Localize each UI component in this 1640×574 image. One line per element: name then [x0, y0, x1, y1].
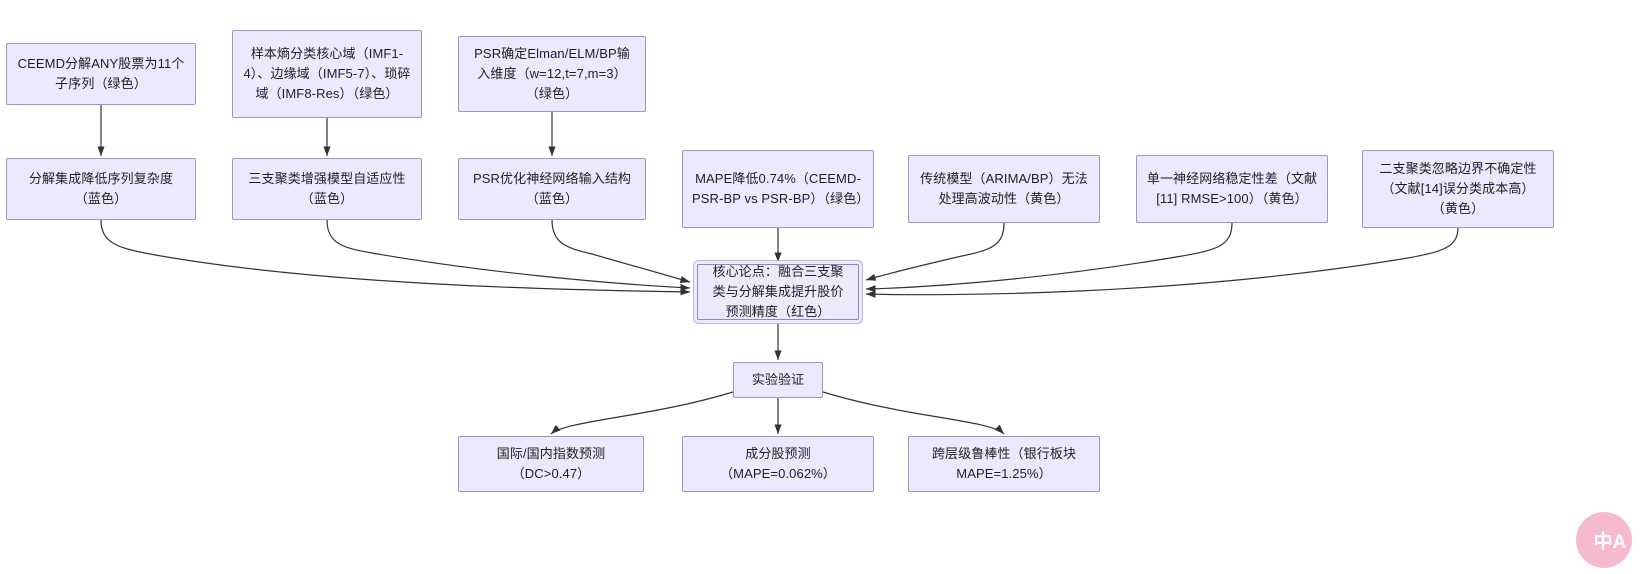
- node-sampen-label: 样本熵分类核心域（IMF1-4）、边缘域（IMF5-7）、琐碎域（IMF8-Re…: [243, 45, 411, 102]
- node-psr-structure-label: PSR优化神经网络输入结构（蓝色）: [472, 170, 632, 206]
- node-cross-level[interactable]: 跨层级鲁棒性（银行板块MAPE=1.25%）: [908, 436, 1100, 492]
- node-decomp-complexity[interactable]: 分解集成降低序列复杂度（蓝色）: [6, 158, 196, 220]
- watermark-badge: 中A: [1576, 512, 1632, 568]
- node-two-way-cluster[interactable]: 二支聚类忽略边界不确定性（文献[14]误分类成本高）（黄色）: [1362, 150, 1554, 228]
- edge-decomp-complexity-to-core-claim: [100, 219, 691, 296]
- edge-psr-structure-to-core-claim: [551, 219, 691, 283]
- node-mape-drop[interactable]: MAPE降低0.74%（CEEMD-PSR-BP vs PSR-BP）（绿色）: [682, 150, 874, 228]
- node-ceemd-label: CEEMD分解ANY股票为11个子序列（绿色）: [17, 55, 185, 91]
- node-decomp-complexity-label: 分解集成降低序列复杂度（蓝色）: [28, 170, 174, 206]
- edge-single-nn-to-core-claim: [865, 222, 1233, 293]
- node-cross-level-label: 跨层级鲁棒性（银行板块MAPE=1.25%）: [931, 445, 1077, 481]
- node-experiment-label: 实验验证: [751, 371, 805, 387]
- node-index-forecast[interactable]: 国际/国内指数预测（DC>0.47）: [458, 436, 644, 492]
- edge-three-way-adapt-to-core-claim: [326, 219, 691, 292]
- node-index-forecast-label: 国际/国内指数预测（DC>0.47）: [496, 445, 606, 481]
- node-three-way-adapt-label: 三支聚类增强模型自适应性（蓝色）: [248, 170, 406, 206]
- edge-experiment-to-index-forecast: [550, 391, 734, 435]
- node-component-stock[interactable]: 成分股预测（MAPE=0.062%）: [682, 436, 874, 492]
- node-two-way-cluster-label: 二支聚类忽略边界不确定性（文献[14]误分类成本高）（黄色）: [1379, 160, 1537, 217]
- node-core-claim-label: 核心论点：融合三支聚类与分解集成提升股价预测精度（红色）: [712, 263, 844, 320]
- watermark-text: 中A: [1593, 531, 1627, 553]
- node-component-stock-label: 成分股预测（MAPE=0.062%）: [720, 445, 836, 481]
- node-sampen[interactable]: 样本熵分类核心域（IMF1-4）、边缘域（IMF5-7）、琐碎域（IMF8-Re…: [232, 30, 422, 118]
- node-single-nn-label: 单一神经网络稳定性差（文献[11] RMSE>100）（黄色）: [1146, 170, 1318, 206]
- node-mape-drop-label: MAPE降低0.74%（CEEMD-PSR-BP vs PSR-BP）（绿色）: [692, 170, 870, 206]
- node-psr-input-label: PSR确定Elman/ELM/BP输入维度（w=12,t=7,m=3）（绿色）: [474, 45, 630, 102]
- node-traditional-model[interactable]: 传统模型（ARIMA/BP）无法处理高波动性（黄色）: [908, 155, 1100, 223]
- node-single-nn[interactable]: 单一神经网络稳定性差（文献[11] RMSE>100）（黄色）: [1136, 155, 1328, 223]
- node-traditional-model-label: 传统模型（ARIMA/BP）无法处理高波动性（黄色）: [920, 170, 1088, 206]
- node-psr-structure[interactable]: PSR优化神经网络输入结构（蓝色）: [458, 158, 646, 220]
- node-core-claim[interactable]: 核心论点：融合三支聚类与分解集成提升股价预测精度（红色）: [697, 264, 859, 320]
- node-psr-input[interactable]: PSR确定Elman/ELM/BP输入维度（w=12,t=7,m=3）（绿色）: [458, 36, 646, 112]
- edge-experiment-to-cross-level: [822, 391, 1005, 435]
- node-three-way-adapt[interactable]: 三支聚类增强模型自适应性（蓝色）: [232, 158, 422, 220]
- node-experiment[interactable]: 实验验证: [733, 362, 823, 398]
- node-ceemd[interactable]: CEEMD分解ANY股票为11个子序列（绿色）: [6, 43, 196, 105]
- edge-traditional-model-to-core-claim: [865, 222, 1005, 281]
- edge-two-way-cluster-to-core-claim: [865, 227, 1459, 298]
